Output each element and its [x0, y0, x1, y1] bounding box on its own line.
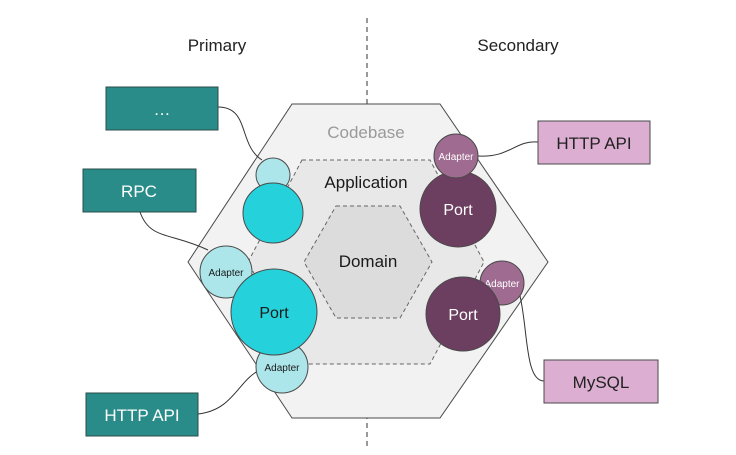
- primary-rpc-adapter-label: Adapter: [208, 268, 244, 279]
- mysql-actor[interactable]: MySQL: [543, 359, 659, 404]
- primary-http-adapter-label: Adapter: [264, 363, 300, 374]
- rpc-actor-label: RPC: [121, 182, 157, 201]
- ellipsis-actor-label: …: [154, 100, 171, 119]
- secondary-http-adapter-label: Adapter: [438, 152, 474, 163]
- domain-hexagon: [303, 205, 433, 319]
- secondary-port-bottom[interactable]: Port: [425, 276, 501, 352]
- http-api-secondary-actor[interactable]: HTTP API: [537, 120, 651, 165]
- secondary-mysql-adapter-label: Adapter: [484, 279, 520, 290]
- wire-mysql: [519, 295, 545, 382]
- secondary-port-bottom-label: Port: [448, 307, 478, 324]
- wire-http-api-primary: [197, 369, 261, 415]
- http-api-primary-actor-label: HTTP API: [104, 406, 179, 425]
- secondary-http-adapter[interactable]: Adapter: [433, 133, 479, 179]
- wire-rpc: [139, 211, 209, 251]
- wire-http-api-secondary: [477, 141, 539, 157]
- rpc-actor[interactable]: RPC: [82, 168, 197, 213]
- primary-port-label: Port: [259, 305, 289, 322]
- http-api-secondary-actor-label: HTTP API: [556, 134, 631, 153]
- mysql-actor-label: MySQL: [573, 373, 630, 392]
- http-api-primary-actor[interactable]: HTTP API: [85, 392, 199, 437]
- ellipsis-actor[interactable]: …: [105, 86, 219, 131]
- secondary-heading: Secondary: [477, 36, 559, 55]
- application-label: Application: [324, 173, 407, 192]
- primary-heading: Primary: [188, 36, 247, 55]
- codebase-label: Codebase: [327, 123, 405, 142]
- secondary-port-top-label: Port: [443, 202, 473, 219]
- wire-ellipsis: [217, 106, 263, 161]
- primary-port-upper[interactable]: [242, 182, 304, 244]
- primary-port[interactable]: Port: [230, 268, 318, 356]
- primary-rpc-adapter[interactable]: Adapter: [199, 245, 253, 299]
- domain-label: Domain: [339, 252, 398, 271]
- secondary-port-top[interactable]: Port: [419, 170, 497, 248]
